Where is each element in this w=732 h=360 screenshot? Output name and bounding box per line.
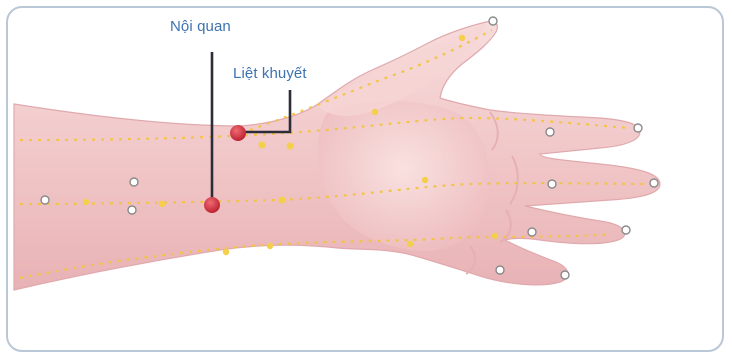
liet-khuyet-label: Liệt khuyết xyxy=(233,65,307,82)
noi-quan-label: Nội quan xyxy=(170,18,231,35)
liet-khuyet-point xyxy=(230,125,246,141)
noi-quan-point xyxy=(204,197,220,213)
